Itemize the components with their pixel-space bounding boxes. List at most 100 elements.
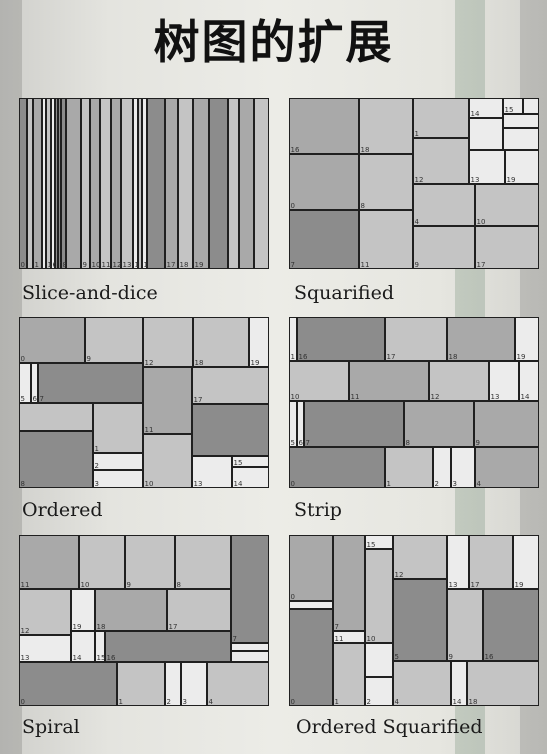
treemap-cell — [429, 361, 489, 401]
treemap-cell-label: 1 — [291, 353, 295, 361]
treemap-cell — [19, 317, 85, 363]
treemap-cell-label: 18 — [195, 359, 204, 367]
treemap-cell — [42, 98, 46, 269]
treemap-slice-and-dice: 01126789101112131415171819 — [19, 98, 269, 269]
treemap-cell — [231, 535, 269, 643]
treemap-cell-label: 1 — [35, 261, 39, 269]
treemap-cell — [19, 635, 71, 662]
treemap-cell-label: 12 — [395, 571, 404, 579]
treemap-cell-label: 7 — [291, 261, 295, 269]
treemap-cell-label: 8 — [63, 261, 67, 269]
page-title: 树图的扩展 — [153, 15, 394, 69]
treemap-cell — [143, 317, 193, 367]
treemap-cell — [85, 317, 143, 363]
treemap-cell-label: 13 — [471, 176, 480, 184]
treemap-cell-label: 17 — [477, 261, 486, 269]
treemap-cell — [147, 98, 165, 269]
treemap-cell — [505, 150, 539, 184]
treemap-cell — [503, 114, 539, 128]
treemap-cell — [503, 98, 523, 114]
treemap-cell-label: 10 — [145, 480, 154, 488]
treemap-cell — [413, 138, 469, 184]
treemap-svg: 01126789101112131415171819 — [19, 98, 269, 269]
treemap-cell — [19, 535, 79, 589]
caption-squarified: Squarified — [294, 282, 394, 304]
treemap-cell — [228, 98, 239, 269]
treemap-cell — [413, 226, 475, 269]
treemap-cell-label: 7 — [40, 395, 44, 403]
treemap-cell-label: 19 — [517, 353, 526, 361]
treemap-cell-label: 3 — [183, 698, 187, 706]
treemap-cell — [193, 317, 249, 367]
treemap-cell — [181, 662, 207, 706]
treemap-cell-label: 1 — [415, 130, 419, 138]
treemap-cell-label: 18 — [361, 146, 370, 154]
treemap-cell-label: 8 — [21, 480, 25, 488]
treemap-cell-label: 15 — [505, 106, 514, 114]
treemap-cell — [289, 98, 359, 154]
treemap-cell-label: 9 — [83, 261, 87, 269]
treemap-cell-label: 15 — [367, 541, 376, 549]
treemap-cell — [304, 401, 404, 447]
treemap-cell-label: 4 — [395, 698, 400, 706]
treemap-cell — [447, 535, 469, 589]
treemap-cell-label: 5 — [395, 653, 399, 661]
treemap-cell — [469, 535, 513, 589]
treemap-cell-label: 18 — [180, 261, 189, 269]
treemap-cell — [469, 118, 503, 150]
treemap-cell-label: 17 — [167, 261, 176, 269]
treemap-cell-label: 9 — [87, 355, 91, 363]
treemap-cell — [333, 643, 365, 706]
treemap-cell-label: 10 — [291, 393, 300, 401]
treemap-cell — [19, 403, 93, 431]
caption-ordered: Ordered — [22, 499, 103, 521]
treemap-cell-label: 17 — [471, 581, 480, 589]
treemap-cell — [289, 601, 333, 609]
treemap-cell — [489, 361, 519, 401]
treemap-cell — [51, 98, 55, 269]
treemap-cell — [95, 589, 167, 631]
treemap-cell — [289, 447, 385, 488]
treemap-cell — [81, 98, 90, 269]
treemap-cell-label: 12 — [415, 176, 424, 184]
treemap-cell-label: 6 — [33, 395, 38, 403]
treemap-cell-label: 9 — [476, 439, 480, 447]
treemap-cell-label: 12 — [113, 261, 122, 269]
treemap-cell — [100, 98, 111, 269]
treemap-cell — [289, 535, 333, 601]
treemap-cell-label: 7 — [335, 623, 339, 631]
treemap-cell — [133, 98, 138, 269]
treemap-cell — [451, 661, 467, 706]
treemap-cell-label: 18 — [97, 623, 106, 631]
treemap-cell-label: 19 — [507, 176, 516, 184]
treemap-cell-label: 15 — [97, 654, 106, 662]
treemap-cell — [111, 98, 121, 269]
treemap-cell — [192, 404, 269, 456]
treemap-cell — [393, 579, 447, 661]
treemap-cell-label: 11 — [351, 393, 360, 401]
treemap-cell — [475, 447, 539, 488]
treemap-cell-label: 14 — [521, 393, 530, 401]
treemap-cell-label: 6 — [299, 439, 304, 447]
treemap-cell-label: 12 — [145, 359, 154, 367]
treemap-cell — [143, 367, 192, 434]
treemap-cell — [165, 98, 178, 269]
treemap-cell-label: 9 — [127, 581, 131, 589]
treemap-cell — [66, 98, 81, 269]
treemap-cell — [232, 456, 269, 467]
treemap-cell — [469, 98, 503, 118]
treemap-cell-label: 10 — [367, 635, 376, 643]
treemap-cell — [125, 535, 175, 589]
treemap-cell-label: 3 — [453, 480, 457, 488]
background-decoration — [0, 0, 22, 754]
treemap-cell-label: 16 — [485, 653, 494, 661]
treemap-cell — [231, 643, 269, 651]
caption-strip: Strip — [294, 499, 342, 521]
treemap-cell — [93, 470, 143, 488]
treemap-cell — [19, 431, 93, 488]
treemap-cell — [33, 98, 42, 269]
treemap-cell-label: 16 — [291, 146, 300, 154]
